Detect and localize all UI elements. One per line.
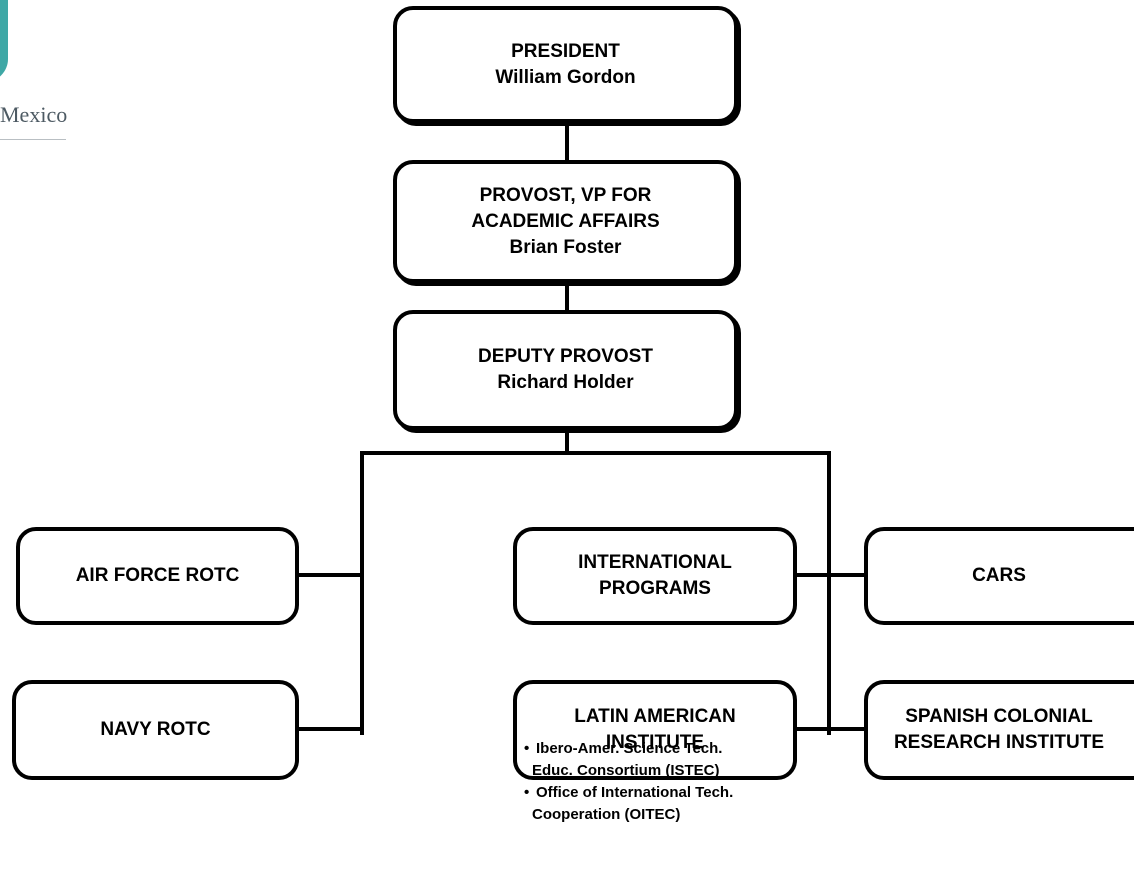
- spanish-colonial-label-line1: SPANISH COLONIAL: [905, 706, 1093, 727]
- navy-rotc-box: NAVY ROTC: [12, 680, 299, 780]
- president-title: PRESIDENT: [511, 40, 620, 62]
- international-programs-box: INTERNATIONAL PROGRAMS: [513, 527, 797, 625]
- subunit-line1: Ibero-Amer. Science Tech.: [536, 740, 723, 757]
- cars-label: CARS: [972, 565, 1026, 586]
- provost-name: Brian Foster: [509, 236, 622, 258]
- international-label-line2: PROGRAMS: [599, 578, 711, 599]
- president-name: William Gordon: [495, 66, 636, 88]
- university-logo-icon: [0, 0, 8, 82]
- provost-title-line2: ACADEMIC AFFAIRS: [471, 210, 660, 232]
- spanish-colonial-label-line2: RESEARCH INSTITUTE: [893, 732, 1105, 753]
- air-force-rotc-box: AIR FORCE ROTC: [16, 527, 299, 625]
- provost-box: PROVOST, VP FOR ACADEMIC AFFAIRS Brian F…: [393, 160, 738, 283]
- latin-american-subunits-list: • Ibero-Amer. Science Tech. Educ. Consort…: [524, 738, 733, 826]
- spanish-colonial-institute-box: SPANISH COLONIAL RESEARCH INSTITUTE: [864, 680, 1134, 780]
- logo-divider: [0, 139, 66, 140]
- logo-text: Mexico: [0, 102, 68, 127]
- provost-title-line1: PROVOST, VP FOR: [479, 184, 652, 206]
- deputy-name: Richard Holder: [497, 372, 634, 393]
- deputy-title: DEPUTY PROVOST: [478, 346, 653, 367]
- latin-american-label-line2: INSTITUTE: [605, 732, 705, 753]
- latin-american-institute-box: LATIN AMERICAN INSTITUTE: [513, 680, 797, 780]
- subunit-line1: Office of International Tech.: [536, 784, 734, 801]
- deputy-provost-box: DEPUTY PROVOST Richard Holder: [393, 310, 738, 430]
- latin-american-label-line1: LATIN AMERICAN: [574, 706, 736, 727]
- cars-box: CARS: [864, 527, 1134, 625]
- bullet: •: [524, 740, 530, 757]
- list-item: • Ibero-Amer. Science Tech. Educ. Consort…: [524, 738, 733, 782]
- list-item: • Office of International Tech. Cooperati…: [524, 782, 733, 826]
- air-force-label: AIR FORCE ROTC: [75, 565, 240, 586]
- subunit-line2: Educ. Consortium (ISTEC): [532, 762, 720, 779]
- bullet: •: [524, 784, 530, 801]
- subunit-line2: Cooperation (OITEC): [532, 806, 681, 823]
- president-box: PRESIDENT William Gordon: [393, 6, 738, 123]
- navy-label: NAVY ROTC: [100, 719, 211, 740]
- international-label-line1: INTERNATIONAL: [578, 552, 732, 573]
